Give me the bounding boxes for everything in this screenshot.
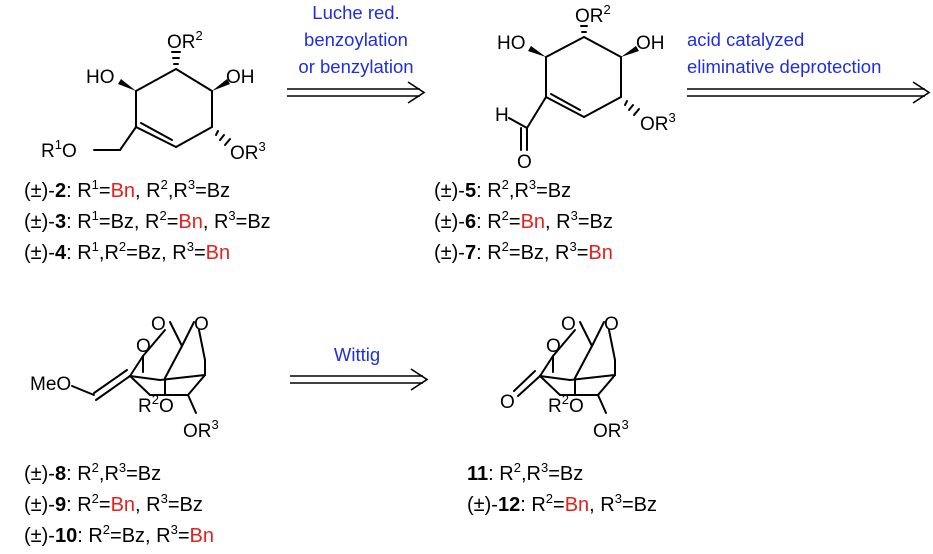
atom-label: OR3 bbox=[640, 110, 676, 135]
compound-label: (±)-7: R2=Bz, R3=Bn bbox=[434, 239, 613, 264]
reaction-arrow-3 bbox=[290, 368, 429, 391]
atom-label: OR2 bbox=[167, 28, 203, 53]
atom-label: O bbox=[500, 392, 515, 413]
atom-label: O bbox=[151, 314, 166, 335]
atom-label: MeO bbox=[30, 374, 71, 395]
atom-label: OR3 bbox=[593, 417, 629, 442]
structure-11-12 bbox=[513, 321, 616, 414]
atom-label: OR2 bbox=[575, 2, 611, 27]
compound-labels-5-7: (±)-5: R2,R3=Bz (±)-6: R2=Bn, R3=Bz (±)-7:… bbox=[434, 177, 613, 264]
atom-label: O bbox=[194, 314, 209, 335]
compound-labels-11-12: 11: R2,R3=Bz (±)-12: R2=Bn, R3=Bz bbox=[467, 460, 657, 516]
atom-label: HO bbox=[86, 67, 115, 88]
atom-label: OH bbox=[636, 33, 665, 54]
compound-label: (±)-10: R2=Bz, R3=Bn bbox=[24, 522, 214, 547]
atom-label: R2O bbox=[138, 392, 174, 417]
compound-label: (±)-12: R2=Bn, R3=Bz bbox=[467, 491, 657, 516]
atom-label: O bbox=[561, 314, 576, 335]
compound-label: (±)-2: R1=Bn, R2,R3=Bz bbox=[24, 177, 230, 202]
atom-label: O bbox=[517, 152, 532, 173]
atom-label: R1O bbox=[41, 137, 77, 162]
atom-label: O bbox=[546, 336, 561, 357]
atom-label: OH bbox=[226, 67, 255, 88]
condition-text: benzoylation bbox=[304, 29, 408, 50]
compound-label: (±)-6: R2=Bn, R3=Bz bbox=[434, 208, 613, 233]
condition-text: Luche red. bbox=[312, 2, 399, 23]
atom-label: OR3 bbox=[230, 139, 266, 164]
condition-text: eliminative deprotection bbox=[687, 56, 881, 77]
compound-label: 11: R2,R3=Bz bbox=[467, 460, 583, 485]
atom-label: O bbox=[604, 314, 619, 335]
compound-label: (±)-5: R2,R3=Bz bbox=[434, 177, 571, 202]
reaction-arrow-1 bbox=[287, 81, 426, 104]
compound-label: (±)-4: R1,R2=Bz, R3=Bn bbox=[24, 239, 230, 264]
compound-labels-2-4: (±)-2: R1=Bn, R2,R3=Bz (±)-3: R1=Bz, R2=B… bbox=[24, 177, 271, 264]
compound-label: (±)-3: R1=Bz, R2=Bn, R3=Bz bbox=[24, 208, 271, 233]
reaction-arrow-2 bbox=[687, 81, 931, 104]
compound-label: (±)-9: R2=Bn, R3=Bz bbox=[24, 491, 203, 516]
structure-8-10 bbox=[71, 321, 206, 414]
condition-text: or benzylation bbox=[298, 56, 413, 77]
structure-2-4 bbox=[93, 51, 231, 151]
condition-text: Wittig bbox=[334, 344, 380, 365]
structure-5-7 bbox=[508, 25, 640, 151]
compound-labels-8-10: (±)-8: R2,R3=Bz (±)-9: R2=Bn, R3=Bz (±)-10… bbox=[24, 460, 214, 547]
atom-label: HO bbox=[497, 33, 526, 54]
compound-label: (±)-8: R2,R3=Bz bbox=[24, 460, 161, 485]
atom-label: OR3 bbox=[183, 417, 219, 442]
condition-text: acid catalyzed bbox=[687, 29, 804, 50]
atom-label: O bbox=[136, 336, 151, 357]
atom-label: H bbox=[495, 105, 509, 126]
atom-label: R2O bbox=[548, 392, 584, 417]
